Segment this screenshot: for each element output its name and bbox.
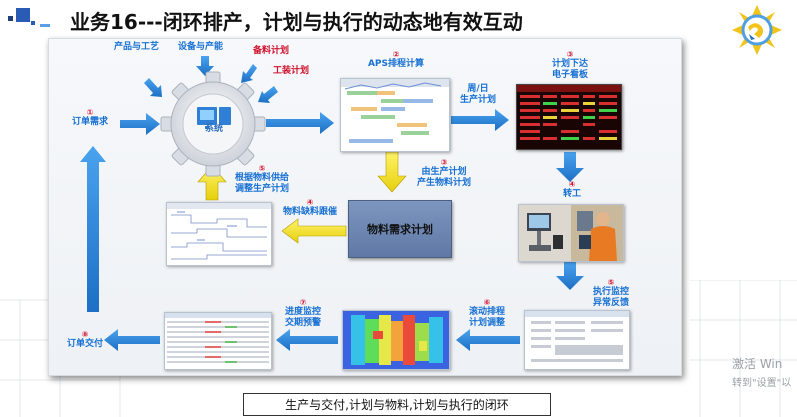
system-gear [160, 71, 266, 177]
material-requirement-box: 物料需求计划 [348, 200, 452, 258]
step-delivery: ⑧ 订单交付 [66, 330, 103, 349]
arrow-down-left [241, 64, 257, 83]
progress-table-thumbnail [164, 312, 272, 370]
arrow-right [451, 109, 509, 131]
header-decoration [8, 16, 13, 21]
arrow-right [266, 112, 334, 134]
header-decoration [31, 21, 35, 25]
form-image [525, 311, 629, 362]
activation-watermark-sub: 转到"设置"以 [732, 378, 792, 389]
activation-watermark: 激活 Win [732, 357, 783, 371]
workshop-terminal-photo [518, 204, 624, 262]
material-requirement-label: 物料需求计划 [367, 223, 433, 236]
arrow-left-yellow [281, 218, 347, 244]
terminal-photo [519, 205, 623, 261]
arrow-down-left [258, 86, 278, 103]
arrow-down-right [144, 78, 162, 97]
arrow-up [80, 146, 106, 312]
aps-gantt-thumbnail [340, 78, 450, 152]
company-logo [732, 5, 782, 55]
step-aps: ② APS排程计算 [367, 50, 425, 69]
arrow-down [556, 262, 584, 290]
arrow-down [556, 152, 584, 182]
input-equipment-label: 设备与产能 [178, 42, 224, 52]
board-screen [517, 85, 621, 140]
header-decoration [40, 24, 50, 27]
heatmap-image [343, 311, 449, 369]
tracking-chart-image [167, 203, 271, 260]
gear-label: 系统 [204, 124, 223, 134]
step-material-tracking: ④ 物料缺料跟催 [282, 198, 337, 217]
arrow-left [276, 329, 338, 351]
step-adjust-plan: ⑤ 根据物料供给 调整生产计划 [234, 164, 289, 194]
progress-table-image [165, 313, 271, 363]
material-tracking-thumbnail [166, 202, 272, 266]
header-decoration [16, 8, 30, 22]
arrow-down [196, 56, 214, 76]
arrow-left [104, 329, 160, 351]
step-order: ① 订单需求 [71, 108, 108, 127]
step-progress-monitor: ⑦ 进度监控 交期预警 [284, 298, 321, 328]
step-generate-material-plan: ③ 由生产计划 产生物料计划 [416, 158, 471, 188]
gantt-chart-image [341, 79, 449, 143]
diagram-caption: 生产与交付,计划与物料,计划与执行的闭环 [243, 393, 551, 416]
input-product-label: 产品与工艺 [114, 42, 160, 52]
arrow-right [120, 113, 160, 135]
arrow-down-yellow [377, 151, 407, 193]
step-rolling-schedule: ⑥ 滚动排程 计划调整 [468, 298, 505, 328]
step-monitor: ⑤ 执行监控 异常反馈 [592, 278, 629, 308]
step-daily-plan: 周/日 生产计划 [459, 84, 496, 105]
step-transfer: ④ 转工 [562, 180, 581, 199]
step-dispatch: ③ 计划下达 电子看板 [551, 50, 588, 80]
page-title: 业务16---闭环排产，计划与执行的动态地有效互动 [70, 10, 523, 34]
input-material-label: 备料计划 [253, 46, 290, 56]
arrow-left [456, 329, 520, 351]
rolling-heatmap-thumbnail [342, 310, 450, 370]
monitor-form-thumbnail [524, 310, 630, 370]
input-tooling-label: 工装计划 [273, 66, 310, 76]
electronic-board-image [516, 84, 622, 150]
